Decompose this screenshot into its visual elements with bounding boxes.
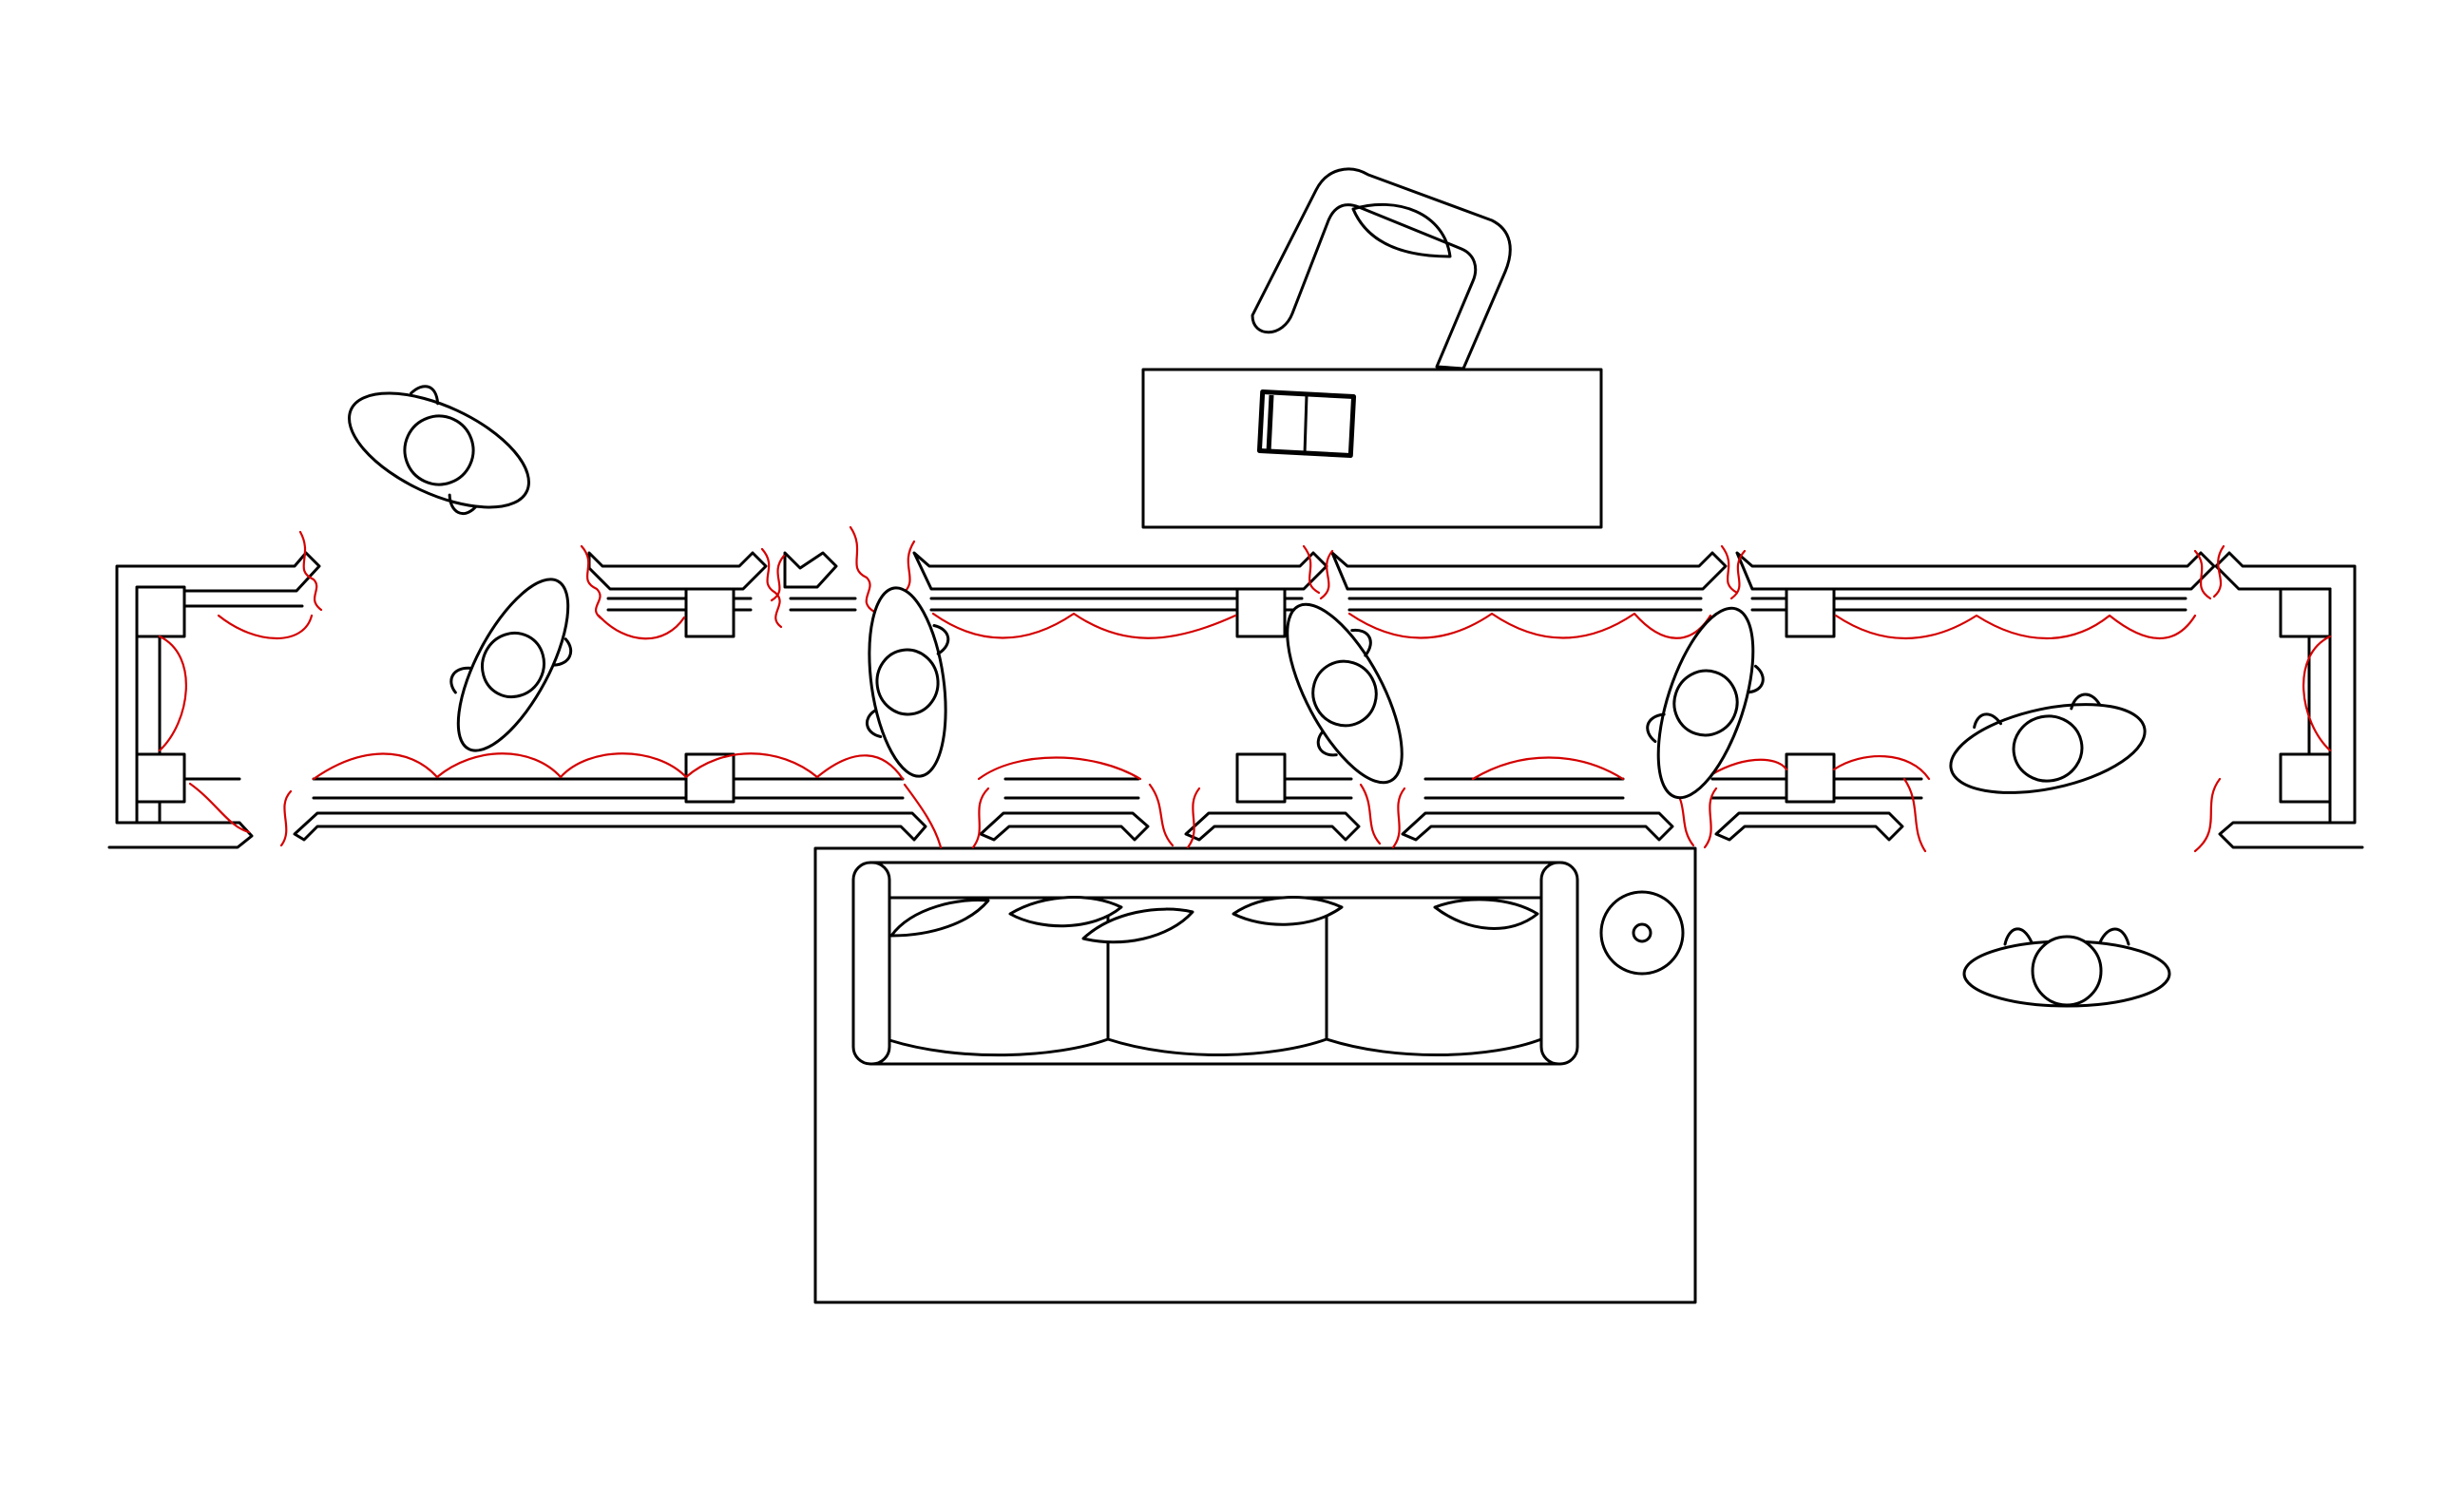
wall-segment-lower-5	[1710, 752, 1923, 842]
wall-segment-upper-1	[587, 551, 768, 638]
wall-segment-lower-3	[1184, 752, 1361, 842]
cushion-icon	[1433, 898, 1539, 930]
sofa-left-arm	[851, 861, 891, 1066]
chair-cushion-icon	[1351, 202, 1452, 258]
wall-segment-upper-4	[1330, 551, 1728, 612]
sofa-frame	[851, 861, 1579, 1066]
wall-segment-upper-5	[1735, 551, 2216, 638]
cushion-icon	[1081, 907, 1194, 944]
sofa-right-arm	[1539, 861, 1579, 1066]
person-icon	[449, 578, 573, 752]
wall-segment-upper-3	[912, 551, 1328, 638]
desk-with-chair	[1141, 167, 1603, 529]
wall-segment-lower-4	[1401, 777, 1674, 842]
wall-segment-upper-2	[783, 551, 857, 612]
sofa-seat-front	[888, 1037, 1543, 1057]
person-icon	[1962, 927, 2171, 1008]
sofa-with-rug	[813, 846, 1697, 1304]
person-icon	[1949, 693, 2147, 794]
desk-chair	[1251, 167, 1512, 370]
wall-segment-right	[2214, 551, 2364, 849]
side-table	[1599, 890, 1685, 976]
desk	[1141, 368, 1603, 529]
curtains	[158, 525, 2332, 853]
person-icon	[1646, 606, 1765, 800]
side-table-center	[1632, 922, 1652, 943]
cushion-icon	[889, 899, 990, 938]
wall-segment-left	[107, 551, 321, 849]
people	[348, 385, 2171, 1008]
cushion-icon	[1232, 896, 1344, 926]
laptop-icon	[1256, 389, 1357, 458]
person-icon	[348, 385, 530, 516]
cushion-icon	[1008, 896, 1123, 928]
wall-segment-lower-2	[979, 777, 1150, 842]
person-icon	[866, 586, 950, 778]
wall-windows	[107, 551, 2364, 849]
person-icon	[1286, 602, 1404, 785]
